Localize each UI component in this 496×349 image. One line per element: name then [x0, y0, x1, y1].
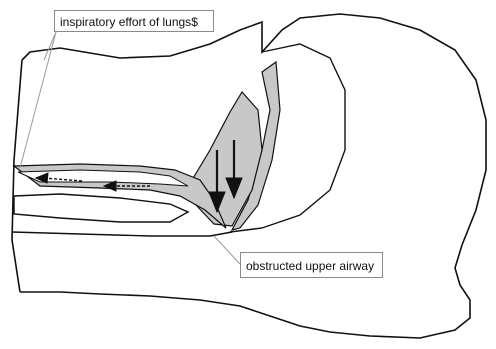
label-obstructed-airway: obstructed upper airway [240, 252, 383, 278]
label-inspiratory-effort: inspiratory effort of lungs$ [54, 10, 214, 32]
leader-line-inspiratory [20, 32, 56, 168]
trachea [14, 194, 188, 222]
face-edge [12, 60, 22, 292]
label-airway-text: obstructed upper airway [246, 259, 374, 273]
label-inspiratory-mark: $ [191, 15, 198, 29]
leader-line-airway [214, 236, 240, 264]
throat-line [12, 232, 232, 236]
label-inspiratory-text: inspiratory effort of lungs [60, 15, 191, 29]
